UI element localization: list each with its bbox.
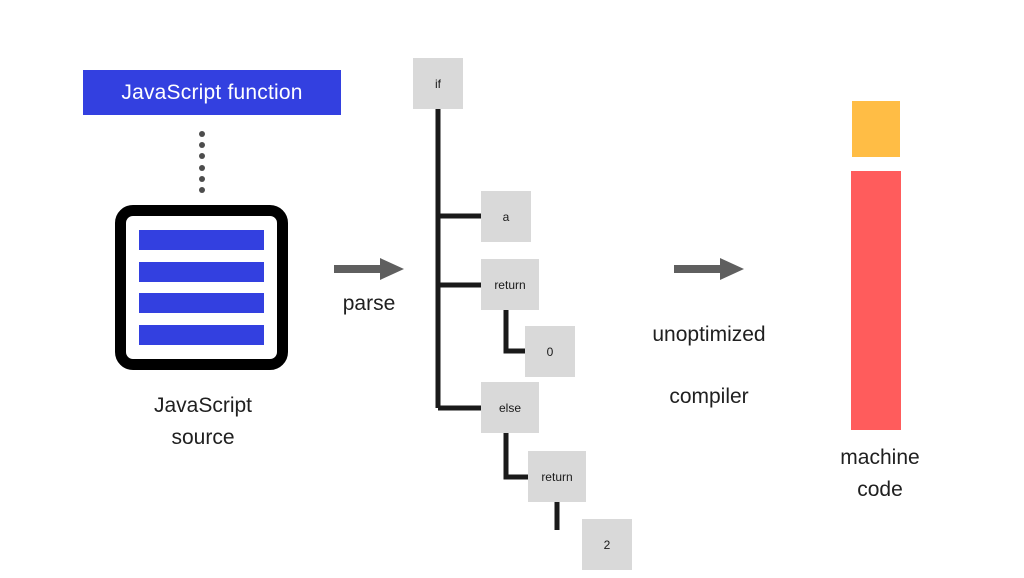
caption-line: machine	[840, 446, 920, 469]
abstract-syntax-tree: if a return 0 else return 2	[400, 50, 660, 570]
code-line-bar	[139, 230, 264, 250]
label-line: unoptimized	[652, 323, 766, 346]
unoptimized-compiler-label: unoptimized compiler	[620, 288, 798, 443]
connector-dot	[199, 131, 205, 137]
caption-line: source	[171, 426, 235, 449]
ast-node-return2[interactable]: return	[528, 451, 586, 502]
tree-edges	[435, 109, 560, 530]
javascript-source-caption: JavaScript source	[103, 390, 303, 454]
code-line-bar	[139, 293, 264, 314]
ast-node-label: 0	[546, 344, 554, 359]
connector-dot	[199, 142, 205, 149]
label-line: compiler	[669, 385, 749, 408]
ast-node-label: else	[498, 400, 521, 415]
ast-node-two[interactable]: 2	[582, 519, 632, 570]
connector-dot	[199, 175, 205, 182]
code-line-bar	[139, 324, 264, 345]
connector-dot	[199, 164, 205, 171]
javascript-source-icon	[115, 205, 288, 370]
ast-node-a[interactable]: a	[481, 191, 531, 242]
ast-node-return1[interactable]: return	[481, 259, 539, 310]
arrow-right-icon	[674, 258, 744, 280]
machine-code-bar-red	[851, 171, 901, 430]
unoptimized-compiler-arrow-group: unoptimized compiler	[620, 258, 798, 443]
code-line-bar	[139, 261, 264, 282]
parse-arrow-group: parse	[308, 258, 430, 319]
javascript-function-banner: JavaScript function	[83, 70, 341, 115]
connector-dot	[199, 186, 205, 193]
ast-node-label: a	[502, 209, 510, 224]
machine-code-bar-orange	[852, 101, 900, 157]
ast-node-label: return	[541, 469, 573, 484]
ast-node-if[interactable]: if	[413, 58, 463, 109]
caption-line: JavaScript	[153, 394, 253, 417]
ast-node-label: return	[494, 277, 526, 292]
machine-code-caption: machine code	[790, 442, 970, 506]
ast-node-label: if	[435, 76, 441, 91]
ast-node-zero[interactable]: 0	[525, 326, 575, 377]
caption-line: code	[857, 478, 903, 501]
dotted-connector	[196, 131, 208, 193]
arrow-right-icon	[334, 258, 404, 280]
ast-node-else[interactable]: else	[481, 382, 539, 433]
connector-dot	[199, 153, 205, 160]
parse-label: parse	[342, 292, 396, 315]
ast-node-label: 2	[603, 537, 611, 552]
